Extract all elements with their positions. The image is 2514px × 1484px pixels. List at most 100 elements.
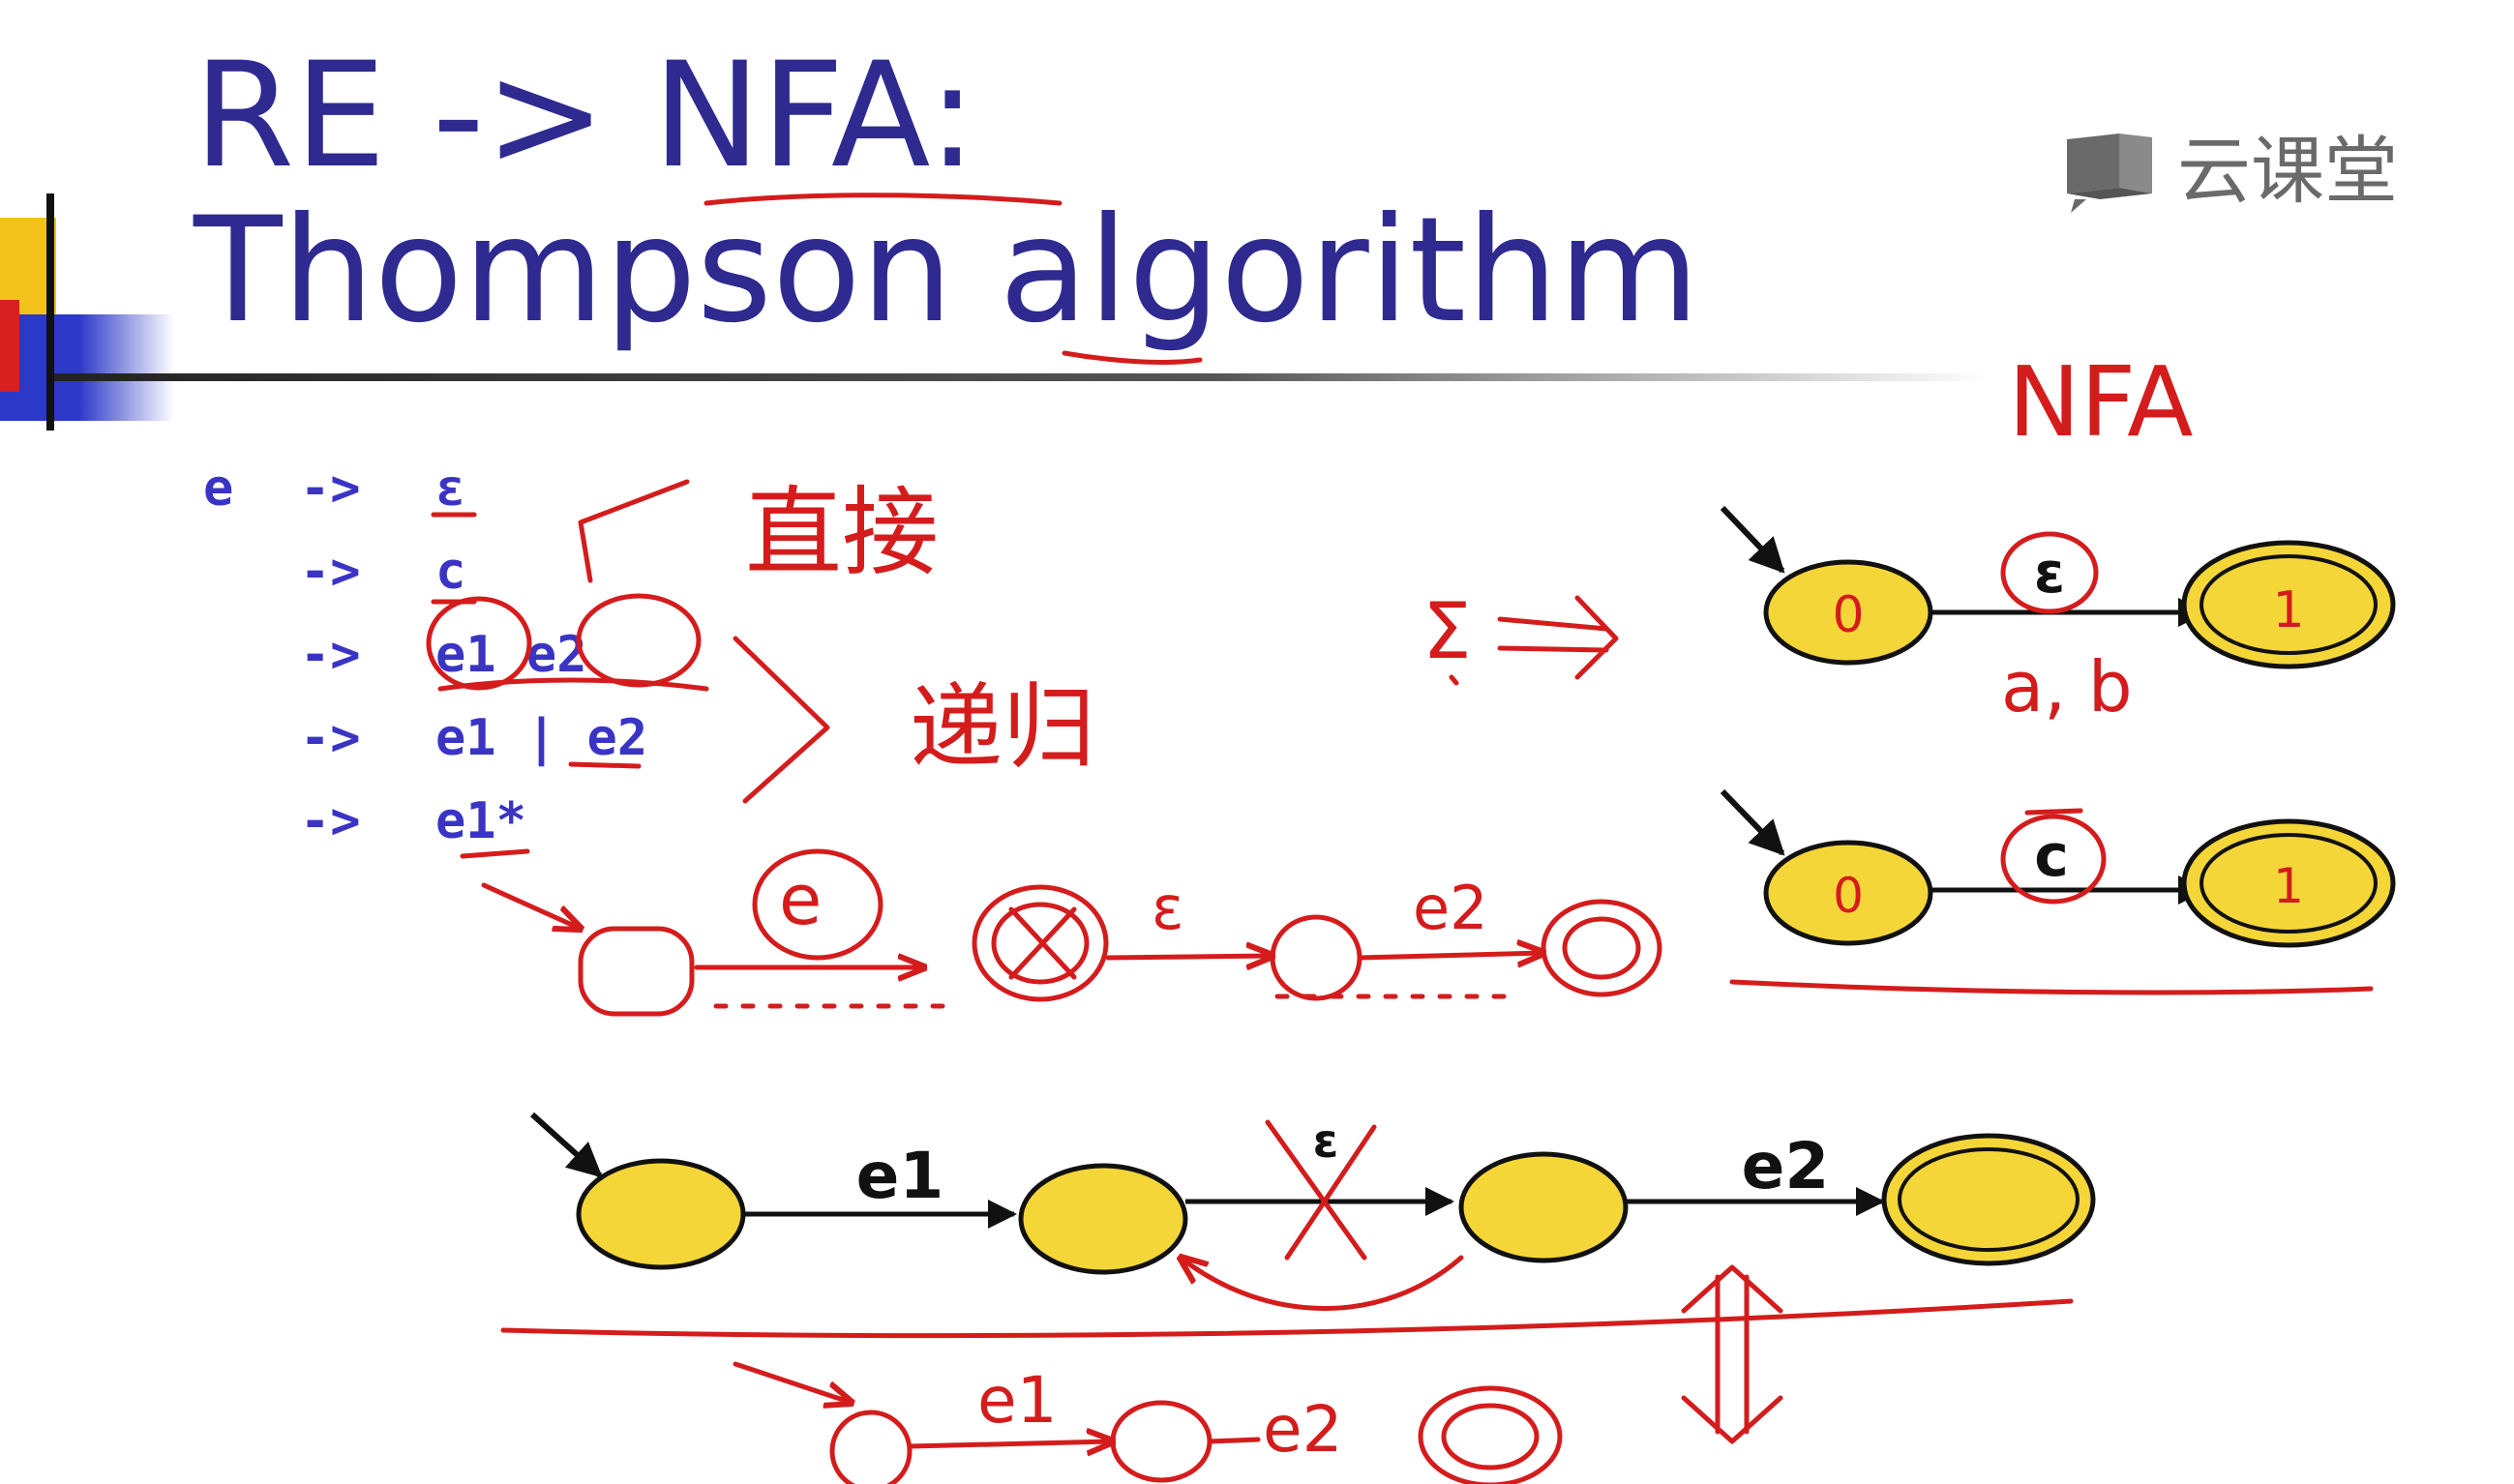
state-0 (1763, 840, 1933, 946)
annotation-state (1270, 914, 1362, 1001)
annotation-state (1441, 1403, 1540, 1470)
annotation-state (578, 926, 695, 1017)
handwritten-text: NFA 直接 递归 Σ a, b e ε e2 e1 e2 (745, 345, 2194, 1467)
edge-label: ε (1313, 1114, 1339, 1169)
annotation-arrow (1105, 956, 1272, 958)
annotation-cross (1265, 1119, 1377, 1261)
concat-nfa: e1 ε e2 (529, 1112, 2096, 1275)
accept-state-outer (1881, 1133, 2096, 1266)
grammar-row: ->e1 e2 (203, 613, 647, 697)
logo: 云课堂 (2061, 118, 2429, 224)
annotation-double-arrow (1497, 595, 1619, 680)
grammar-row: e -> ε (203, 447, 647, 530)
grammar-rule: e1* (435, 792, 526, 850)
annotation-circle (2000, 814, 2107, 905)
annotation-state (1110, 1400, 1212, 1483)
accept-state-inner (1898, 1147, 2080, 1252)
annotation-underline (2024, 808, 2083, 816)
annotation-arrow (481, 882, 581, 929)
annotation-brace (578, 479, 690, 583)
grammar-row: -> e1* (203, 780, 647, 863)
state (1018, 1163, 1188, 1275)
start-arrow (1720, 505, 1785, 574)
annotation-underline (568, 761, 642, 769)
grammar-rule: c (435, 543, 466, 601)
annotation-sigma: Σ (1422, 586, 1472, 676)
decor-blue-block (0, 314, 174, 421)
logo-text: 云课堂 (2177, 128, 2398, 214)
edge-label: ε (2034, 540, 2065, 606)
annotation-dot (1449, 674, 1459, 686)
state-label: 1 (2273, 858, 2304, 914)
chat-slide-icon (2067, 134, 2152, 213)
state-label: 0 (1833, 868, 1864, 924)
state-label: 0 (1832, 586, 1864, 644)
annotation-underline (500, 1298, 2074, 1339)
annotation-arrow (1207, 1437, 1261, 1444)
grammar-arrow: -> (300, 792, 361, 850)
edge-label: e2 (1742, 1129, 1830, 1203)
annotation-underline (437, 677, 709, 692)
annotation-underline (1729, 979, 2374, 995)
start-arrow (529, 1112, 603, 1178)
slide-title-line1: RE -> NFA: (194, 32, 977, 200)
annotation-state (1418, 1385, 1563, 1484)
annotation-cross (1008, 906, 1077, 980)
annotation-arrow (907, 1441, 1113, 1446)
edge-label: e1 (856, 1139, 944, 1213)
grammar-rules: e -> ε -> c ->e1 e2 -> e1 | e2 -> e1* (203, 447, 647, 863)
state (1458, 1151, 1629, 1263)
annotation-nfa: NFA (2008, 345, 2194, 459)
grammar-row: -> c (203, 530, 647, 613)
state-1-accept-inner (2200, 833, 2378, 934)
grammar-rule: e1 e2 (435, 626, 587, 684)
grammar-rule: e1 | e2 (435, 709, 648, 767)
annotation-direct: 直接 (745, 476, 939, 589)
slide-title-line2: Thompson algorithm (194, 187, 1700, 355)
grammar-head: e (203, 460, 234, 518)
annotation-bottom-e2: e2 (1263, 1392, 1343, 1467)
grammar-arrow: -> (300, 460, 361, 518)
char-nfa: 0 1 c (1720, 788, 2396, 948)
start-arrow (1720, 788, 1785, 856)
annotation-state (829, 1410, 913, 1484)
grammar-rule: ε (435, 460, 466, 518)
annotation-ab: a, b (2001, 646, 2133, 727)
annotation-state (991, 902, 1090, 985)
grammar-row: -> e1 | e2 (203, 697, 647, 780)
annotation-state (752, 848, 883, 961)
state (576, 1158, 746, 1270)
annotation-underline (1062, 350, 1203, 365)
grammar-arrow: -> (300, 709, 361, 767)
annotation-arrow (1357, 953, 1543, 958)
annotation-curve-arrow (1181, 1258, 1464, 1311)
annotation-e: e (779, 859, 822, 940)
state-label: 1 (2272, 581, 2304, 639)
annotation-state (972, 884, 1109, 1002)
decor-vertical-bar (46, 193, 54, 430)
annotation-e2: e2 (1413, 873, 1488, 943)
annotation-recursive: 递归 (910, 673, 1095, 782)
state-1-accept-inner (2200, 554, 2378, 655)
annotation-circle (426, 596, 532, 691)
annotation-state (1541, 899, 1662, 997)
decor-red-block (0, 300, 19, 392)
epsilon-nfa: 0 1 ε (1720, 505, 2396, 669)
annotation-arrow (733, 1361, 852, 1403)
annotation-circle (576, 593, 702, 688)
title-rule (54, 373, 1990, 381)
state-1-accept-outer (2181, 818, 2396, 948)
annotation-underline (460, 848, 530, 859)
grammar-arrow: -> (300, 543, 361, 601)
annotation-state (1562, 916, 1641, 980)
annotation-vertical-double-arrow (1681, 1264, 1783, 1444)
annotation-eps: ε (1152, 873, 1184, 943)
annotation-underline (703, 193, 1062, 206)
annotation-bottom-e1: e1 (977, 1363, 1058, 1438)
edge-label: c (2034, 822, 2069, 890)
state-1-accept-outer (2181, 540, 2396, 669)
annotation-dashes (713, 994, 1512, 1009)
handwritten-annotations (426, 193, 2374, 1484)
